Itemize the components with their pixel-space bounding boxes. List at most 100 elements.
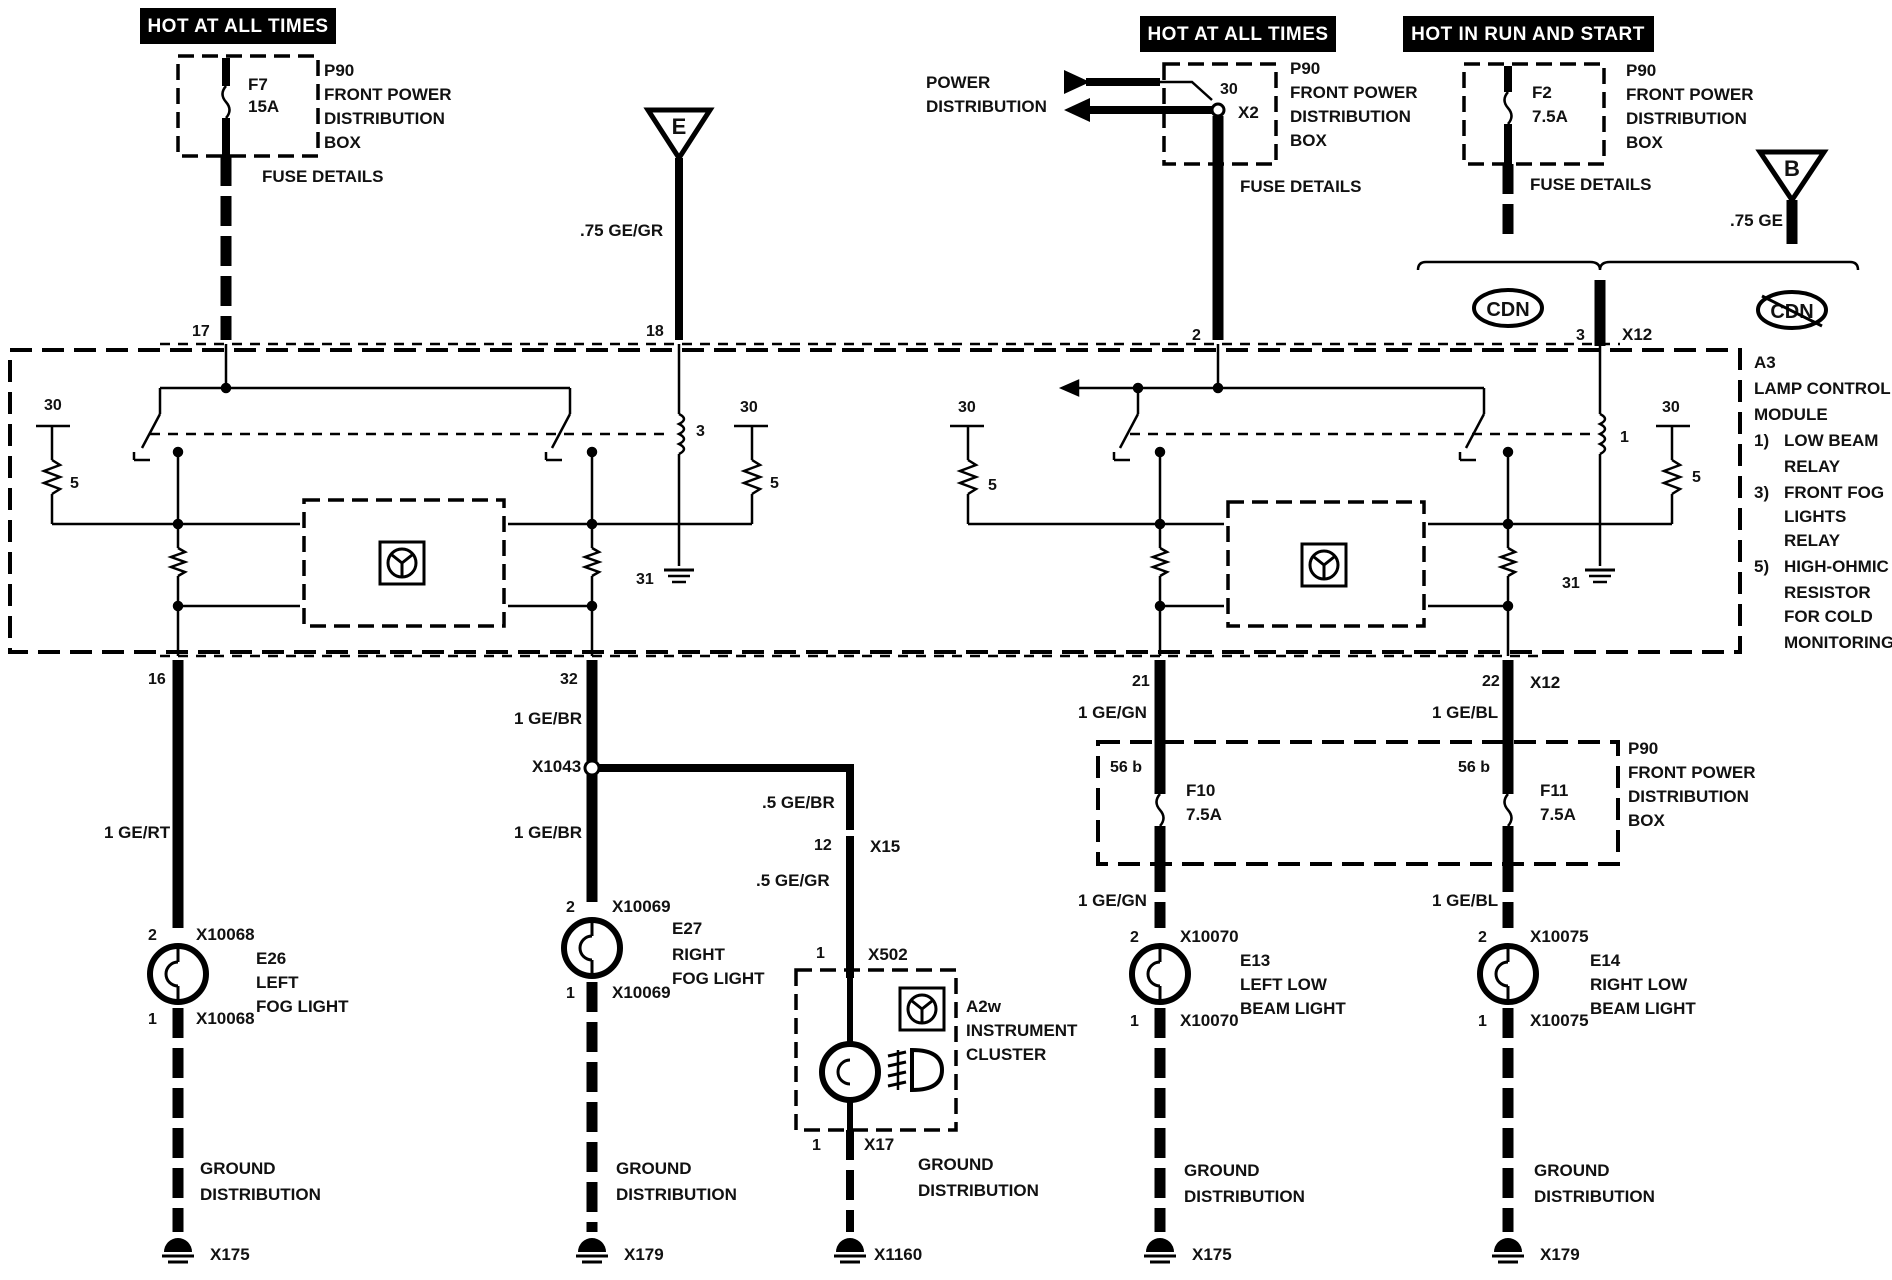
option-brace [1416, 260, 1860, 271]
cluster-code: A2w [966, 997, 1002, 1016]
pin-1-x502: 1 [816, 945, 825, 962]
lamp-e26-line2: FOG LIGHT [256, 997, 349, 1016]
pin-1-e13: 1 [1130, 1013, 1139, 1030]
svg-text:FRONT POWER: FRONT POWER [1628, 763, 1756, 782]
ground-label-4b: DISTRIBUTION [1184, 1187, 1305, 1206]
svg-text:15A: 15A [248, 97, 279, 116]
svg-text:RESISTOR: RESISTOR [1784, 583, 1871, 602]
pin-31-b: 31 [1562, 575, 1580, 592]
svg-text:7.5A: 7.5A [1540, 805, 1576, 824]
connector-x179-a: X179 [624, 1245, 664, 1264]
svg-text:BOX: BOX [1626, 133, 1664, 152]
ground-symbol-x175-b [1144, 1238, 1176, 1264]
ground-symbol-x179-b [1492, 1238, 1524, 1264]
svg-text:P90: P90 [324, 61, 354, 80]
svg-text:7.5A: 7.5A [1532, 107, 1568, 126]
pin-5-a: 5 [70, 475, 79, 492]
svg-text:RELAY: RELAY [1784, 531, 1841, 550]
svg-text:P90: P90 [1626, 61, 1656, 80]
svg-text:LIGHTS: LIGHTS [1784, 507, 1846, 526]
svg-text:MONITORING: MONITORING [1784, 633, 1892, 652]
ground-label-5b: DISTRIBUTION [1534, 1187, 1655, 1206]
svg-text:DISTRIBUTION: DISTRIBUTION [1626, 109, 1747, 128]
svg-text:FRONT FOG: FRONT FOG [1784, 483, 1884, 502]
lamp-e14-line1: RIGHT LOW [1590, 975, 1688, 994]
power-distribution-arrows: POWER DISTRIBUTION [926, 70, 1212, 122]
wire-label-ge-gr-05: .5 GE/GR [756, 871, 830, 890]
fog-relay-circuit [36, 344, 768, 656]
pin-3: 3 [1576, 327, 1585, 344]
low-beam-electronics-icon [1300, 542, 1348, 588]
pin-30-a: 30 [44, 397, 62, 414]
svg-text:HOT IN RUN AND START: HOT IN RUN AND START [1411, 24, 1645, 45]
svg-text:HIGH-OHMIC: HIGH-OHMIC [1784, 557, 1889, 576]
lamp-e13-line1: LEFT LOW [1240, 975, 1328, 994]
pin-1-e14: 1 [1478, 1013, 1487, 1030]
pin-2-e26: 2 [148, 927, 157, 944]
svg-text:FRONT POWER: FRONT POWER [1626, 85, 1754, 104]
instrument-cluster-box [794, 968, 958, 1132]
svg-text:CDN: CDN [1486, 299, 1529, 321]
svg-text:HOT AT ALL TIMES: HOT AT ALL TIMES [147, 16, 328, 37]
ground-symbol-x175-a [162, 1238, 194, 1264]
lamp-e13-code: E13 [1240, 951, 1270, 970]
connector-x10069-a: X10069 [612, 897, 671, 916]
svg-text:F2: F2 [1532, 83, 1552, 102]
ground-label-3b: DISTRIBUTION [918, 1181, 1039, 1200]
lamp-control-module-a3 [8, 348, 1742, 654]
fuse-box-x2: 30 X2 [1160, 62, 1278, 166]
ground-label-4a: GROUND [1184, 1161, 1260, 1180]
svg-text:DISTRIBUTION: DISTRIBUTION [1628, 787, 1749, 806]
connector-b: B [1755, 149, 1829, 205]
cluster-electronics-icon [898, 986, 946, 1032]
connector-e: E [643, 107, 715, 163]
svg-text:7.5A: 7.5A [1186, 805, 1222, 824]
fuse-f2-box: F2 7.5A [1462, 62, 1606, 166]
lamp-e14-code: E14 [1590, 951, 1621, 970]
svg-text:BOX: BOX [324, 133, 362, 152]
connector-x1043: X1043 [532, 757, 581, 776]
pin-18: 18 [646, 323, 664, 340]
header-hot-at-all-times-2: HOT AT ALL TIMES [1140, 16, 1336, 52]
svg-text:DISTRIBUTION: DISTRIBUTION [324, 109, 445, 128]
svg-text:1): 1) [1754, 431, 1769, 450]
header-hot-in-run-and-start: HOT IN RUN AND START [1403, 16, 1654, 52]
pin-5-d: 5 [1692, 469, 1701, 486]
pin-30-d: 30 [1662, 399, 1680, 416]
svg-text:3): 3) [1754, 483, 1769, 502]
cluster-line1: INSTRUMENT [966, 1021, 1078, 1040]
wire-label-ge-gn-b: 1 GE/GN [1078, 891, 1147, 910]
ground-symbol-x1160 [834, 1238, 866, 1264]
relay-label-1: 1 [1620, 429, 1629, 446]
pin-16: 16 [148, 671, 166, 688]
connector-x12-top: X12 [1622, 325, 1652, 344]
pin-2-e27: 2 [566, 899, 575, 916]
wire-label-ge-075: .75 GE [1730, 211, 1783, 230]
svg-text:30: 30 [1220, 81, 1238, 98]
svg-text:LOW BEAM: LOW BEAM [1784, 431, 1878, 450]
fuse-f11: F11 7.5A [1502, 772, 1576, 862]
ground-label-3a: GROUND [918, 1155, 994, 1174]
wire-label-ge-br-05: .5 GE/BR [762, 793, 835, 812]
connector-x1160: X1160 [874, 1245, 922, 1264]
ground-label-1b: DISTRIBUTION [200, 1185, 321, 1204]
svg-text:FRONT POWER: FRONT POWER [1290, 83, 1418, 102]
svg-text:MODULE: MODULE [1754, 405, 1828, 424]
svg-text:DISTRIBUTION: DISTRIBUTION [926, 97, 1047, 116]
svg-text:FRONT POWER: FRONT POWER [324, 85, 452, 104]
fog-monitor-module [302, 498, 506, 628]
svg-text:F11: F11 [1540, 781, 1568, 800]
p90-label-lower: P90 FRONT POWER DISTRIBUTION BOX [1628, 739, 1756, 830]
cdn-option-left: CDN [1472, 288, 1544, 328]
connector-x10070-a: X10070 [1180, 927, 1239, 946]
lamp-e14-line2: BEAM LIGHT [1590, 999, 1696, 1018]
pin-22: 22 [1482, 673, 1500, 690]
pin-2: 2 [1192, 327, 1201, 344]
svg-text:LAMP CONTROL: LAMP CONTROL [1754, 379, 1891, 398]
p90-fuse-box-lower [1096, 740, 1620, 866]
svg-text:FUSE DETAILS: FUSE DETAILS [1240, 177, 1362, 196]
pin-30-b: 30 [740, 399, 758, 416]
cdn-option-right-crossed: CDN [1756, 290, 1828, 330]
fog-light-warning-icon [887, 1047, 945, 1093]
